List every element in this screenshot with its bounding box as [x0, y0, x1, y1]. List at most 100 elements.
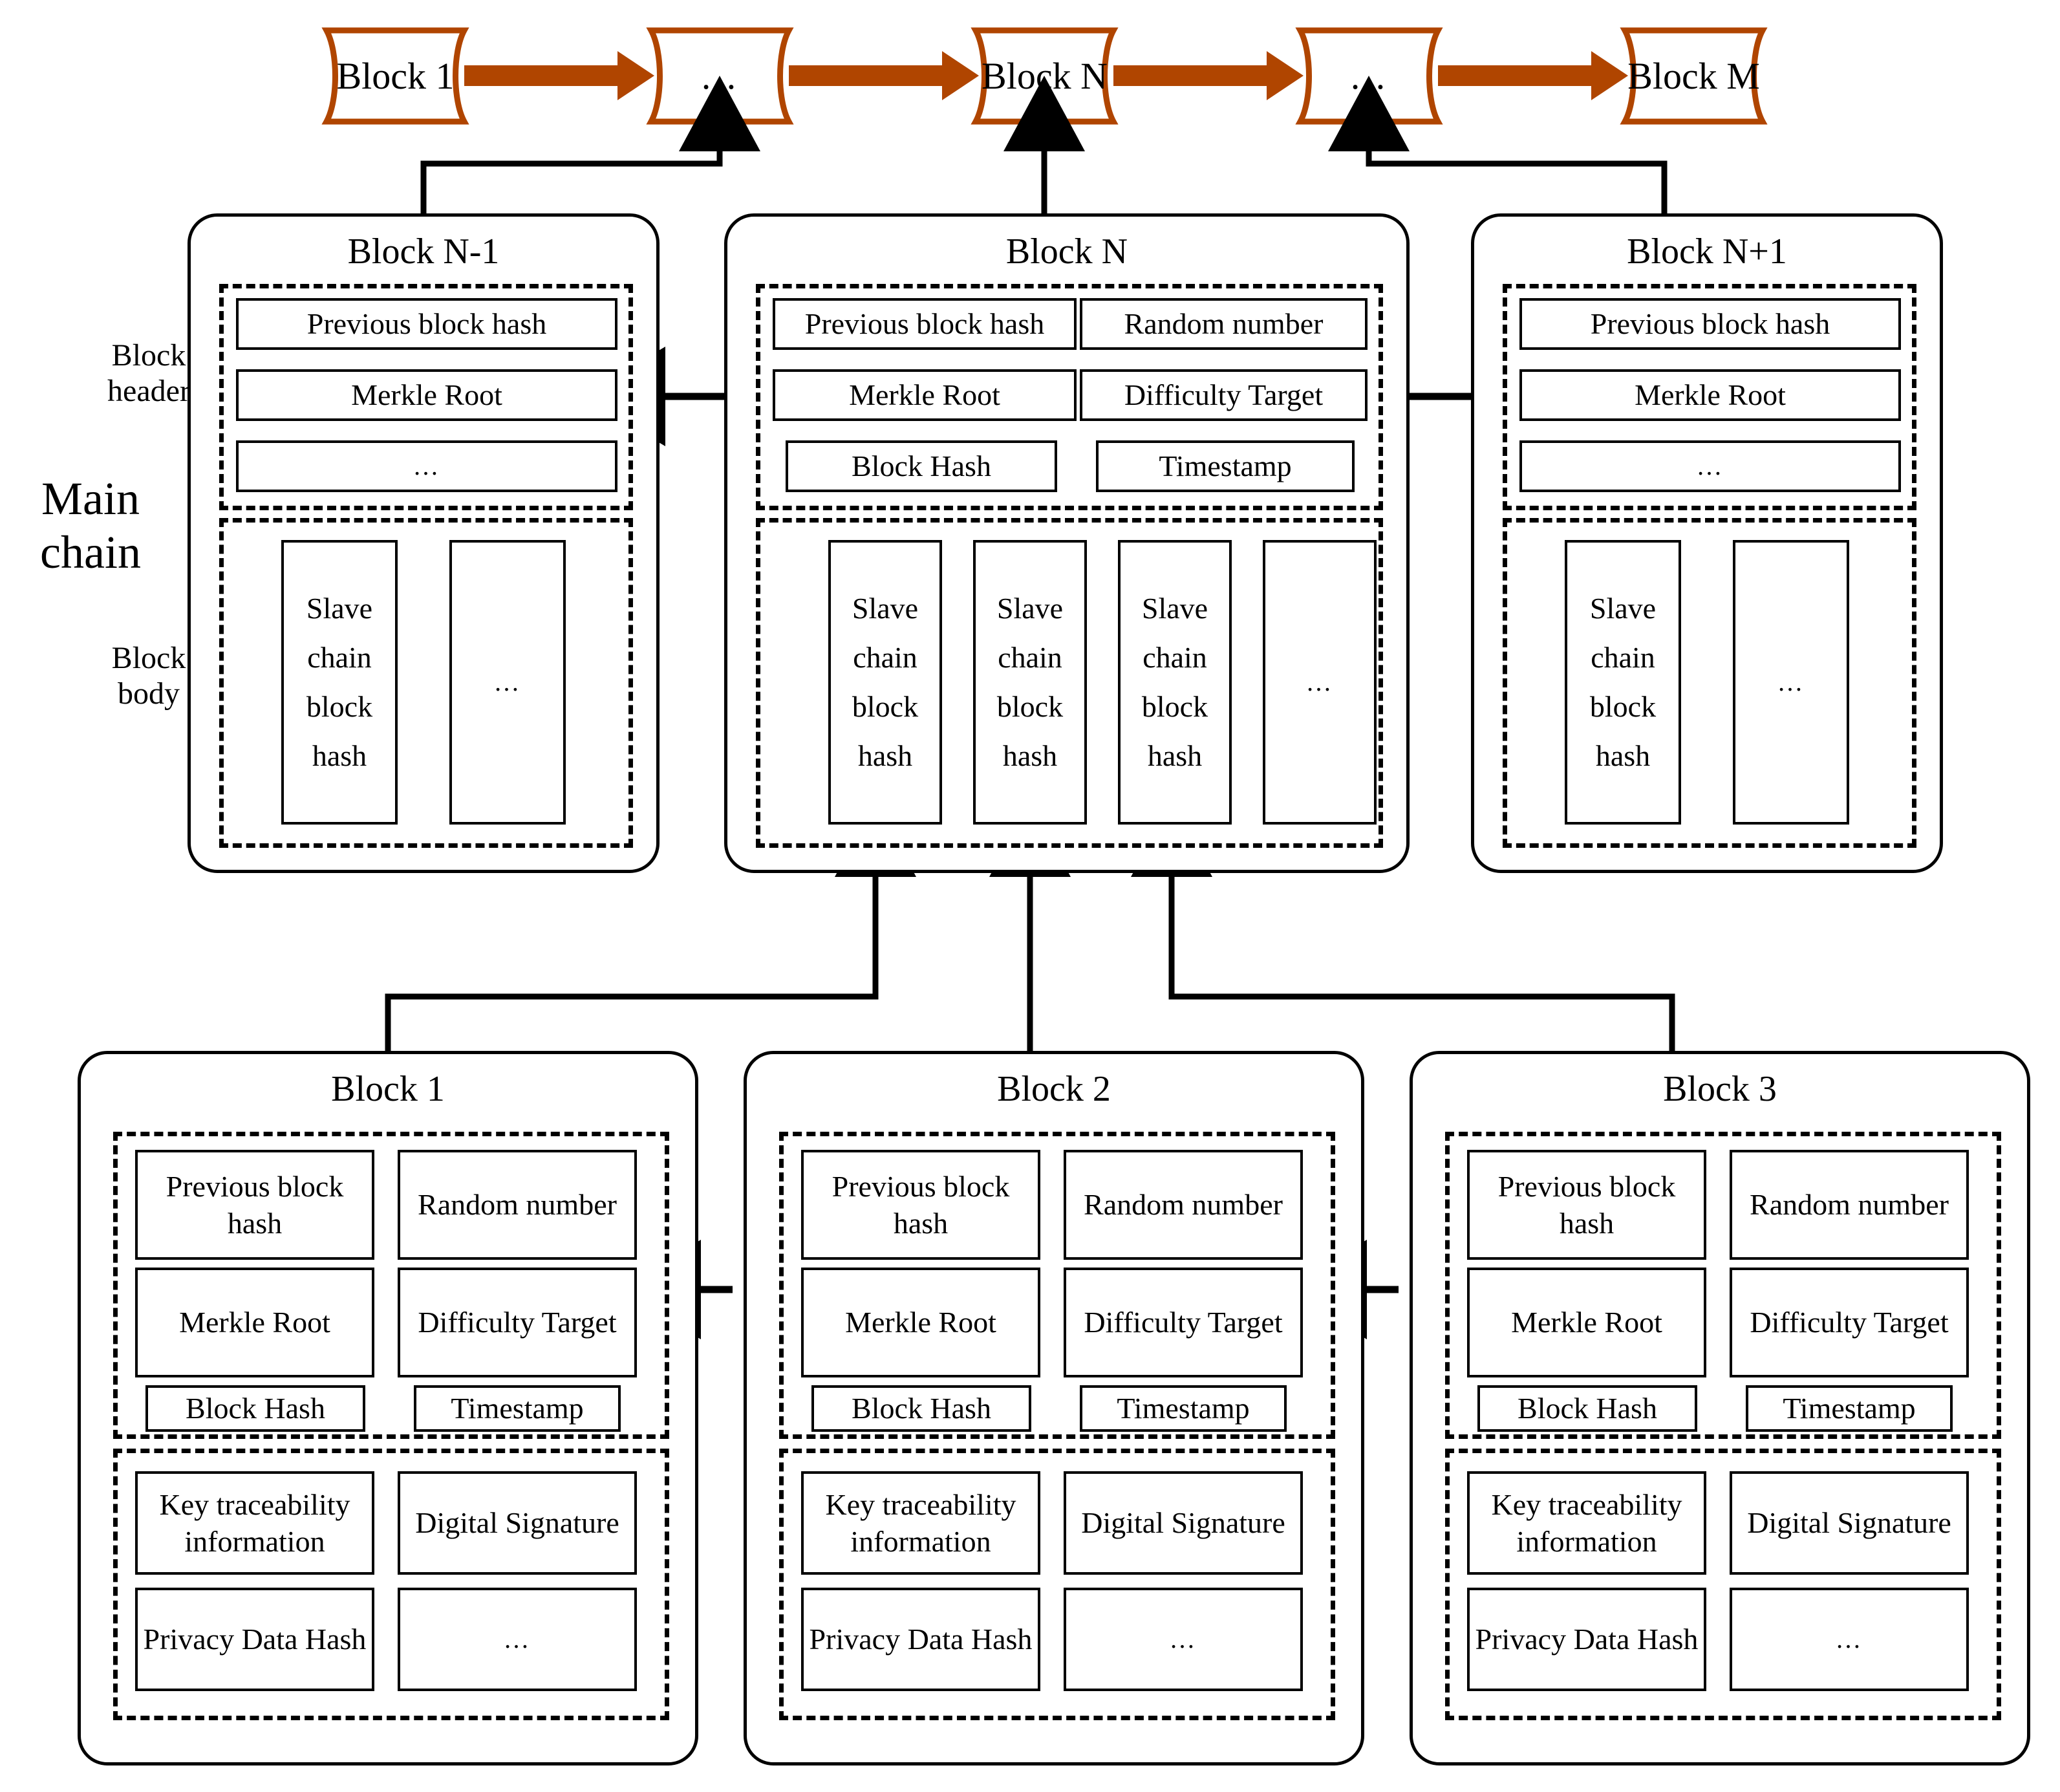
header-cell[interactable]: Random number — [398, 1150, 637, 1260]
header-cell[interactable]: Timestamp — [414, 1385, 621, 1432]
header-cell[interactable]: Difficulty Target — [1064, 1268, 1303, 1377]
block-body-section — [1503, 518, 1916, 848]
body-cell[interactable]: Slave chain block hash — [828, 540, 942, 825]
header-cell[interactable]: Timestamp — [1746, 1385, 1953, 1432]
body-cell[interactable]: … — [1263, 540, 1377, 825]
ellipsis-label: … — [1696, 451, 1724, 480]
body-cell[interactable]: Digital Signature — [1730, 1471, 1969, 1575]
ellipsis-label: … — [1835, 1625, 1863, 1654]
chain-node-ellipsis-1[interactable]: … — [651, 30, 789, 122]
block-header-section — [1445, 1132, 2001, 1439]
header-cell[interactable]: Block Hash — [1477, 1385, 1697, 1432]
ellipsis-label: … — [1169, 1625, 1197, 1654]
body-cell[interactable]: Slave chain block hash — [281, 540, 398, 825]
block-body-section — [779, 1449, 1335, 1720]
body-cell[interactable]: … — [398, 1588, 637, 1691]
header-cell[interactable]: Previous block hash — [1519, 298, 1901, 350]
header-cell[interactable]: Difficulty Target — [1080, 369, 1368, 421]
body-cell[interactable]: Key traceability information — [135, 1471, 374, 1575]
label-block-body: Block body — [111, 641, 186, 711]
header-cell[interactable]: Merkle Root — [135, 1268, 374, 1377]
block-body-section — [219, 518, 633, 848]
header-cell[interactable]: Merkle Root — [1519, 369, 1901, 421]
chain-node-label: Block 1 — [336, 54, 455, 97]
header-cell[interactable]: Block Hash — [145, 1385, 365, 1432]
ellipsis-label: … — [503, 1625, 531, 1654]
header-cell[interactable]: Previous block hash — [1467, 1150, 1706, 1260]
connector-block-n-plus-1-up — [1328, 76, 1668, 213]
slavechain-card-block-2[interactable]: Block 2 Previous block hash Random numbe… — [744, 1051, 1364, 1765]
body-cell[interactable]: Digital Signature — [1064, 1471, 1303, 1575]
header-cell[interactable]: … — [236, 440, 617, 492]
header-cell[interactable]: Block Hash — [786, 440, 1057, 492]
body-cell[interactable]: Privacy Data Hash — [801, 1588, 1040, 1691]
card-title: Block 3 — [1663, 1069, 1777, 1109]
header-cell[interactable]: Random number — [1080, 298, 1368, 350]
chain-arrow-1 — [464, 51, 654, 100]
label-block-header: Block header — [107, 338, 190, 409]
header-cell[interactable]: Merkle Root — [801, 1268, 1040, 1377]
slavechain-card-block-3[interactable]: Block 3 Previous block hash Random numbe… — [1410, 1051, 2030, 1765]
header-cell[interactable]: Difficulty Target — [1730, 1268, 1969, 1377]
header-cell[interactable]: Difficulty Target — [398, 1268, 637, 1377]
header-cell[interactable]: Previous block hash — [773, 298, 1077, 350]
chain-arrow-2 — [789, 51, 979, 100]
chain-node-label: Block N — [982, 54, 1108, 97]
connector-block-n-1-up — [420, 76, 760, 213]
header-cell[interactable]: Previous block hash — [236, 298, 617, 350]
body-cell[interactable]: Slave chain block hash — [973, 540, 1087, 825]
header-cell[interactable]: Random number — [1730, 1150, 1969, 1260]
ellipsis-label: … — [1777, 667, 1805, 696]
block-header-section — [779, 1132, 1335, 1439]
header-cell[interactable]: Merkle Root — [773, 369, 1077, 421]
header-cell[interactable]: … — [1519, 440, 1901, 492]
chain-node-block-m[interactable]: Block M — [1625, 30, 1763, 122]
connector-slave-block-1-up — [385, 801, 916, 1051]
ellipsis-label: … — [413, 451, 441, 480]
mainchain-card-block-n[interactable]: Block N Previous block hash Random numbe… — [724, 213, 1410, 873]
block-body-section — [113, 1449, 669, 1720]
chain-node-block-1[interactable]: Block 1 — [327, 30, 464, 122]
header-cell[interactable]: Previous block hash — [801, 1150, 1040, 1260]
block-body-section — [756, 518, 1383, 848]
body-cell[interactable]: … — [449, 540, 566, 825]
header-cell[interactable]: Merkle Root — [236, 369, 617, 421]
block-header-section — [113, 1132, 669, 1439]
header-cell[interactable]: Merkle Root — [1467, 1268, 1706, 1377]
card-title: Block N — [1005, 232, 1128, 272]
chain-node-block-n[interactable]: Block N — [976, 30, 1113, 122]
chain-node-label: Block M — [1627, 54, 1760, 97]
header-cell[interactable]: Timestamp — [1096, 440, 1355, 492]
body-cell[interactable]: Digital Signature — [398, 1471, 637, 1575]
body-cell[interactable]: Privacy Data Hash — [135, 1588, 374, 1691]
chain-node-label: … — [1349, 54, 1389, 97]
chain-node-ellipsis-2[interactable]: … — [1300, 30, 1438, 122]
connector-slave-block-3-up — [1131, 801, 1675, 1051]
body-cell[interactable]: … — [1733, 540, 1849, 825]
body-cell[interactable]: … — [1064, 1588, 1303, 1691]
slavechain-to-blockn-connectors — [385, 801, 1675, 1051]
block-header-section — [756, 284, 1383, 510]
mainchain-card-block-n-1[interactable]: Block N-1 Previous block hash Merkle Roo… — [188, 213, 660, 873]
header-cell[interactable]: Block Hash — [811, 1385, 1031, 1432]
ellipsis-label: … — [1305, 667, 1334, 696]
body-cell[interactable]: Slave chain block hash — [1118, 540, 1232, 825]
slavechain-card-block-1[interactable]: Block 1 Previous block hash Random numbe… — [78, 1051, 698, 1765]
body-cell[interactable]: Privacy Data Hash — [1467, 1588, 1706, 1691]
card-title: Block 2 — [997, 1069, 1111, 1109]
chain-node-label: … — [700, 54, 740, 97]
header-cell[interactable]: Timestamp — [1080, 1385, 1287, 1432]
body-cell[interactable]: Key traceability information — [1467, 1471, 1706, 1575]
ellipsis-label: … — [493, 667, 522, 696]
body-cell[interactable]: Slave chain block hash — [1565, 540, 1681, 825]
body-cell[interactable]: Key traceability information — [801, 1471, 1040, 1575]
header-cell[interactable]: Random number — [1064, 1150, 1303, 1260]
chain-arrow-3 — [1113, 51, 1304, 100]
header-cell[interactable]: Previous block hash — [135, 1150, 374, 1260]
card-title: Block N-1 — [347, 232, 500, 272]
mainchain-card-block-n-plus-1[interactable]: Block N+1 Previous block hash Merkle Roo… — [1471, 213, 1943, 873]
block-body-section — [1445, 1449, 2001, 1720]
block-header-section — [1503, 284, 1916, 510]
label-main-chain: Main chain — [40, 473, 141, 578]
body-cell[interactable]: … — [1730, 1588, 1969, 1691]
